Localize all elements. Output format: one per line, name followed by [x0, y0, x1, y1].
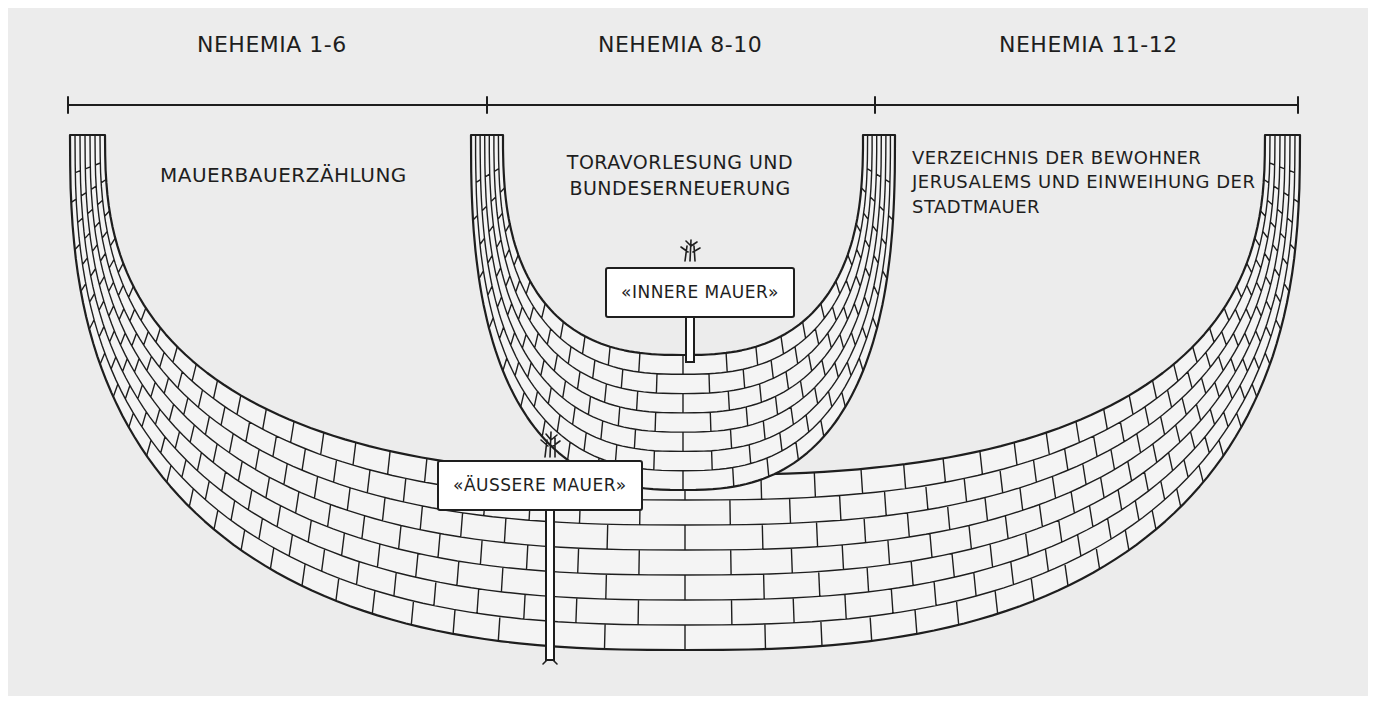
section-title: MAUERBAUERZÄHLUNG — [160, 162, 407, 189]
section-title: TORAVORLESUNG UND BUNDESERNEUERUNG — [549, 150, 811, 201]
wall-body — [471, 135, 895, 490]
section-heading: NEHEMIA 8-10 — [598, 30, 762, 60]
walls — [70, 135, 1300, 650]
section-heading: NEHEMIA 1-6 — [197, 30, 347, 60]
section-bracket — [68, 97, 1298, 113]
sign-text: «ÄUSSERE MAUER» — [453, 475, 627, 495]
section-heading: NEHEMIA 11-12 — [999, 30, 1178, 60]
sign-board: «ÄUSSERE MAUER» — [437, 460, 643, 511]
section-title: VERZEICHNIS DER BEWOHNER JERUSALEMS UND … — [912, 146, 1257, 219]
brick-joints — [71, 135, 1299, 650]
brick-joints — [473, 135, 893, 490]
sign-text: «INNERE MAUER» — [621, 282, 779, 302]
sign-board: «INNERE MAUER» — [605, 267, 795, 318]
wall-body — [70, 135, 1300, 650]
